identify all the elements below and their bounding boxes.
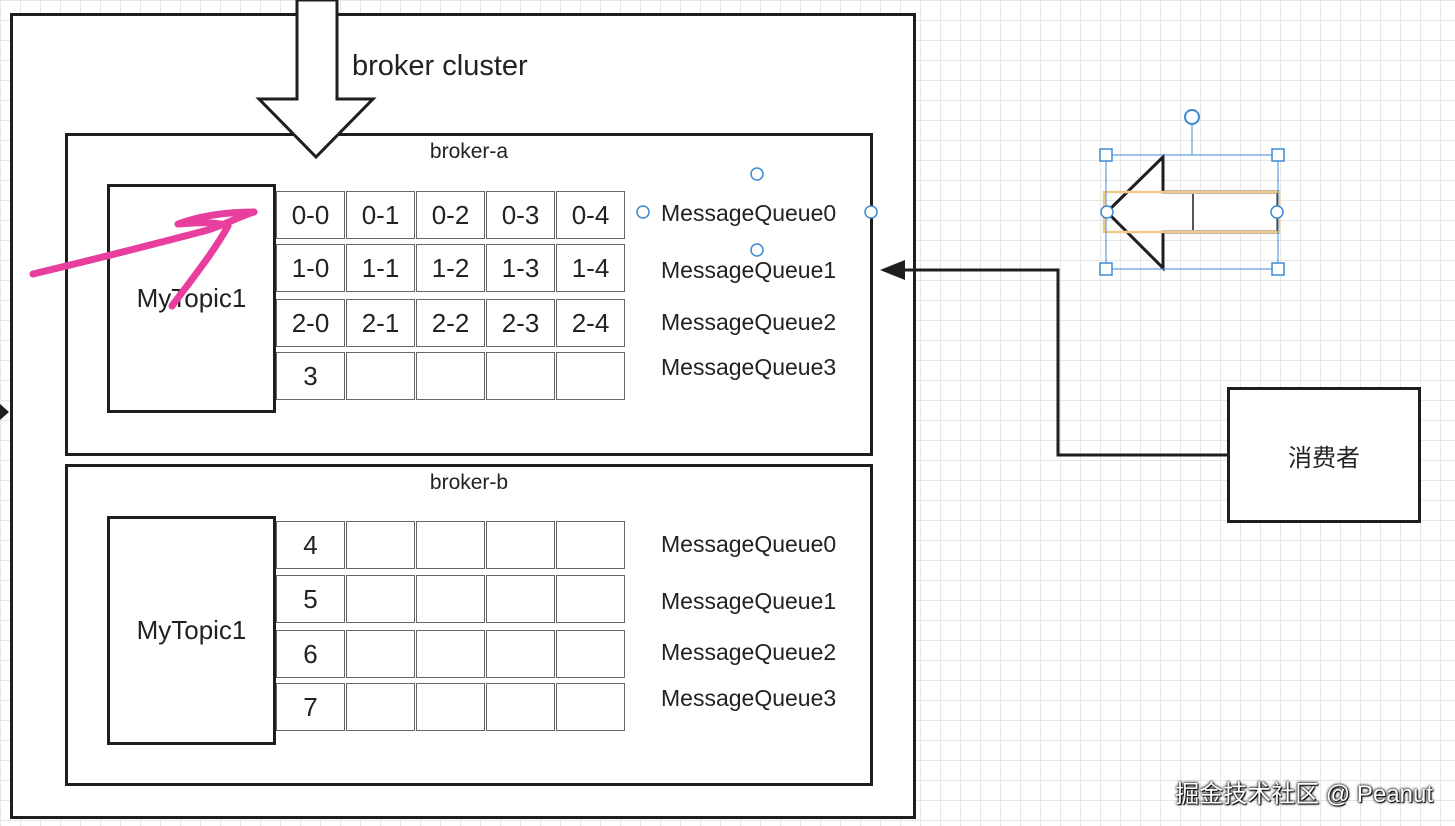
- queue-cell[interactable]: 2-1: [346, 299, 415, 347]
- queue-cell[interactable]: [416, 575, 485, 623]
- queue-cell[interactable]: [556, 575, 625, 623]
- queue-cell[interactable]: [486, 521, 555, 569]
- queue-row-b2: 6: [276, 630, 626, 678]
- message-queue-label-b1[interactable]: MessageQueue1: [661, 588, 837, 614]
- queue-row-a2: 2-0 2-1 2-2 2-3 2-4: [276, 299, 626, 347]
- message-queue-label-a1[interactable]: MessageQueue1: [661, 257, 837, 283]
- queue-cell[interactable]: [556, 683, 625, 731]
- queue-row-a1: 1-0 1-1 1-2 1-3 1-4: [276, 244, 626, 292]
- queue-cell[interactable]: 0-1: [346, 191, 415, 239]
- broker-b-title: broker-b: [429, 471, 509, 494]
- queue-cell[interactable]: [486, 630, 555, 678]
- queue-cell[interactable]: 1-2: [416, 244, 485, 292]
- resize-handle-icon[interactable]: [1099, 262, 1113, 276]
- rotate-handle-icon[interactable]: [1184, 109, 1200, 125]
- message-queue-label-a3[interactable]: MessageQueue3: [661, 354, 837, 380]
- queue-cell[interactable]: 0-4: [556, 191, 625, 239]
- connection-point-icon[interactable]: [1100, 205, 1114, 219]
- producer-down-arrow[interactable]: [255, 0, 377, 160]
- queue-cell[interactable]: 1-0: [276, 244, 345, 292]
- queue-cell[interactable]: [486, 575, 555, 623]
- connection-point-icon[interactable]: [750, 243, 764, 257]
- queue-row-b3: 7: [276, 683, 626, 731]
- queue-cell[interactable]: [416, 683, 485, 731]
- queue-cell[interactable]: 0-2: [416, 191, 485, 239]
- queue-cell[interactable]: 6: [276, 630, 345, 678]
- connection-point-icon[interactable]: [750, 167, 764, 181]
- queue-row-a0: 0-0 0-1 0-2 0-3 0-4: [276, 191, 626, 239]
- connector-arrowhead: [880, 260, 905, 280]
- queue-cell[interactable]: 2-2: [416, 299, 485, 347]
- queue-cell[interactable]: 1-3: [486, 244, 555, 292]
- message-queue-label-b0[interactable]: MessageQueue0: [661, 531, 837, 557]
- message-queue-label-b2[interactable]: MessageQueue2: [661, 639, 837, 665]
- message-queue-label-a2[interactable]: MessageQueue2: [661, 309, 837, 335]
- queue-cell[interactable]: [486, 352, 555, 400]
- resize-handle-icon[interactable]: [1271, 148, 1285, 162]
- queue-cell[interactable]: [556, 352, 625, 400]
- resize-handle-icon[interactable]: [1271, 262, 1285, 276]
- broker-a-title: broker-a: [429, 140, 509, 163]
- topic-a-label: MyTopic1: [136, 283, 247, 313]
- queue-cell[interactable]: [346, 352, 415, 400]
- watermark: 掘金技术社区 @ Peanut: [1175, 781, 1433, 808]
- queue-cell[interactable]: 2-4: [556, 299, 625, 347]
- topic-box-b[interactable]: MyTopic1: [107, 516, 276, 745]
- consumer-box[interactable]: 消费者: [1227, 387, 1421, 523]
- queue-cell[interactable]: [416, 352, 485, 400]
- queue-cell[interactable]: 2-0: [276, 299, 345, 347]
- queue-row-b1: 5: [276, 575, 626, 623]
- queue-cell[interactable]: 0-0: [276, 191, 345, 239]
- connection-point-icon[interactable]: [1270, 205, 1284, 219]
- queue-cell[interactable]: [556, 630, 625, 678]
- queue-cell[interactable]: [346, 575, 415, 623]
- queue-cell[interactable]: 1-4: [556, 244, 625, 292]
- queue-row-b0: 4: [276, 521, 626, 569]
- connection-point-icon[interactable]: [636, 205, 650, 219]
- queue-cell[interactable]: [556, 521, 625, 569]
- queue-cell[interactable]: [346, 630, 415, 678]
- message-queue-label-a0[interactable]: MessageQueue0: [661, 200, 837, 226]
- resize-handle-icon[interactable]: [1099, 148, 1113, 162]
- queue-cell[interactable]: [486, 683, 555, 731]
- cluster-title: broker cluster: [352, 50, 528, 82]
- left-edge-arrowhead: [0, 404, 9, 420]
- connection-point-icon[interactable]: [864, 205, 878, 219]
- consumer-label: 消费者: [1288, 444, 1360, 472]
- topic-b-label: MyTopic1: [136, 615, 247, 645]
- pink-annotation-stroke: [29, 208, 258, 310]
- queue-cell[interactable]: [416, 521, 485, 569]
- queue-cell[interactable]: 2-3: [486, 299, 555, 347]
- queue-cell[interactable]: [346, 521, 415, 569]
- queue-cell[interactable]: 0-3: [486, 191, 555, 239]
- queue-cell[interactable]: [416, 630, 485, 678]
- queue-cell[interactable]: 5: [276, 575, 345, 623]
- queue-row-a3: 3: [276, 352, 626, 400]
- queue-cell[interactable]: 7: [276, 683, 345, 731]
- queue-cell[interactable]: 1-1: [346, 244, 415, 292]
- message-queue-label-b3[interactable]: MessageQueue3: [661, 685, 837, 711]
- consumer-connector-line[interactable]: [903, 268, 1227, 457]
- queue-cell[interactable]: [346, 683, 415, 731]
- queue-cell[interactable]: 3: [276, 352, 345, 400]
- queue-cell[interactable]: 4: [276, 521, 345, 569]
